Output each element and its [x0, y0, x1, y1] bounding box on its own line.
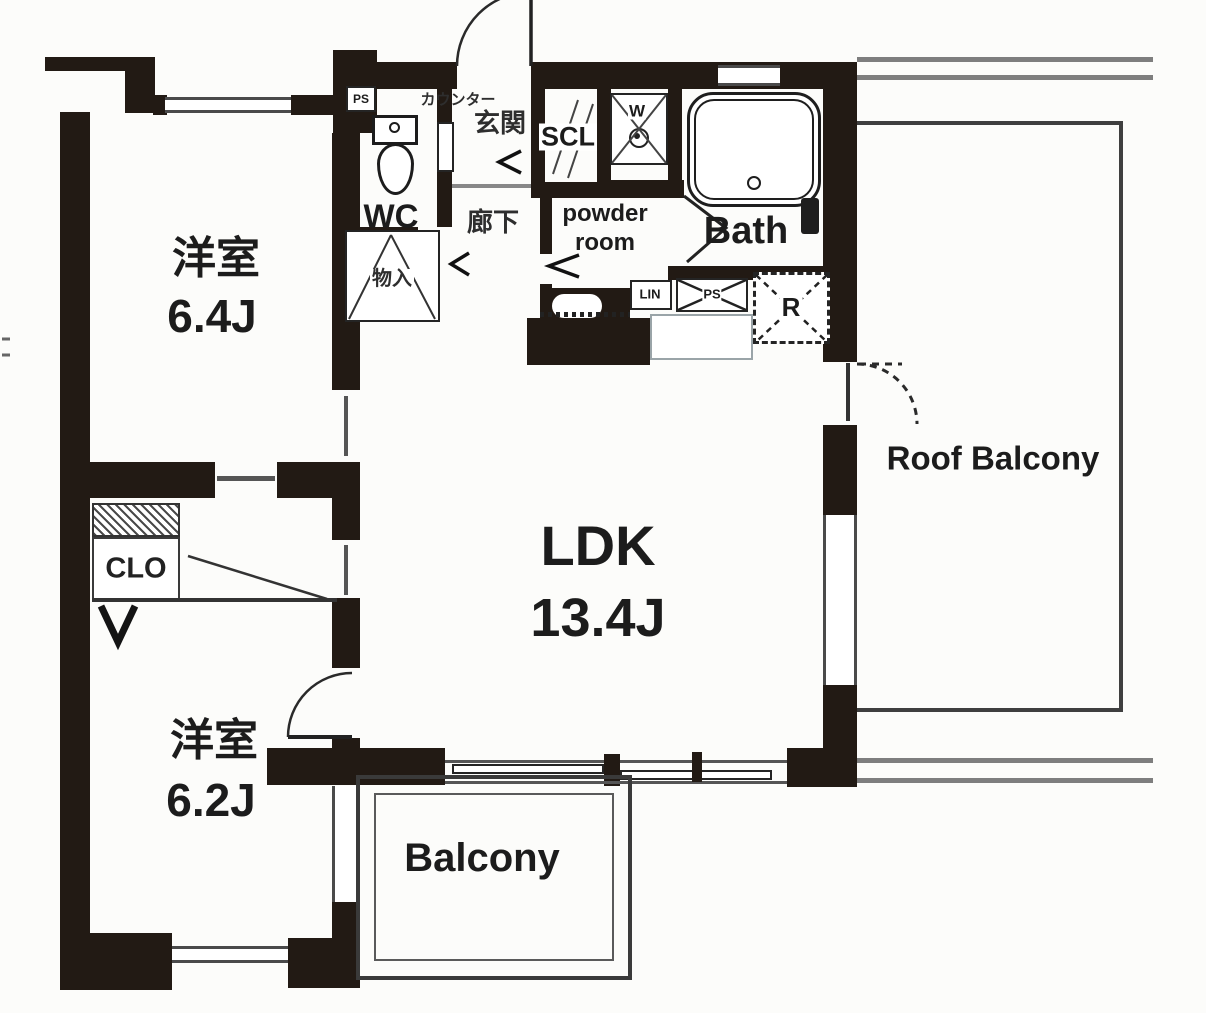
room-label-bedroom2: 洋室: [170, 716, 258, 765]
wc-door-mark: [447, 251, 470, 277]
boundary-line: [857, 75, 1153, 80]
room-label-entrance: 玄関: [473, 108, 527, 138]
room-label-ldk: LDK: [540, 514, 656, 577]
wall-segment: [692, 752, 702, 782]
wall-segment: [540, 198, 552, 254]
entrance-door-mark: [495, 149, 522, 175]
wall-segment: [60, 112, 90, 464]
wall-segment: [531, 182, 611, 198]
balcony-outline: [356, 775, 632, 980]
wall-segment: [668, 85, 682, 193]
kitchen-island: [650, 314, 753, 360]
linen-box: [630, 280, 672, 310]
room-label-bedroom1: 洋室: [172, 234, 260, 283]
wall-segment: [153, 95, 167, 115]
room-label-hallway: 廊下: [466, 207, 520, 237]
powder-door-mark: [543, 253, 580, 279]
entrance-door-arc: [455, 0, 501, 67]
closet-door-line: [187, 554, 328, 601]
wall-segment: [787, 748, 857, 787]
entrance-step-line: [452, 184, 531, 188]
wall-segment: [60, 498, 90, 935]
window: [165, 97, 291, 113]
sliding-door-line: [344, 396, 348, 456]
room-label-bath: Bath: [703, 210, 789, 252]
wall-segment: [377, 62, 457, 89]
roof-balcony-outline: [857, 121, 1123, 712]
closet-v-mark: [97, 604, 139, 651]
sliding-window-track: [445, 781, 787, 784]
boundary-line: [857, 758, 1153, 763]
wall-segment: [60, 933, 172, 990]
wall-segment: [611, 180, 684, 198]
label-counter: カウンター: [420, 91, 496, 109]
label-ps-entry: PS: [352, 92, 370, 106]
room-size-bedroom1: 6.4J: [167, 290, 257, 342]
sliding-door-line: [217, 476, 275, 481]
wall-segment: [60, 462, 215, 498]
room-label-roof-balcony: Roof Balcony: [886, 439, 1100, 477]
sliding-door-line: [344, 545, 348, 595]
wall-segment: [125, 57, 155, 113]
room-label-powder-line2: room: [575, 229, 635, 256]
bathtub-inner: [694, 99, 814, 200]
kitchen-hatch: [540, 312, 630, 317]
room-label-wc: WC: [363, 197, 419, 235]
room-label-powder-line1: powder: [562, 200, 648, 227]
window: [823, 515, 857, 685]
kitchen-counter: [527, 318, 650, 365]
wall-segment: [823, 425, 857, 515]
label-ps-kitchen: PS: [702, 286, 722, 302]
room-label-clo: CLO: [105, 552, 167, 585]
entrance-counter-box: [437, 122, 454, 172]
toilet-knob-icon: [389, 122, 400, 133]
balcony-inner-outline: [374, 793, 614, 961]
sliding-window-panel: [452, 764, 604, 774]
door-leaf: [846, 363, 850, 421]
bath-faucet-icon: [801, 198, 819, 234]
pipe-space-box: [346, 86, 376, 112]
toilet-bowl-icon: [377, 143, 414, 195]
wall-segment: [823, 685, 857, 750]
closet-track-line: [92, 598, 337, 602]
room-label-balcony: Balcony: [404, 836, 560, 880]
boundary-line: [857, 57, 1153, 62]
room-label-storage: 物入: [370, 268, 414, 290]
edge-tick-marks: [2, 337, 10, 357]
room-size-ldk: 13.4J: [530, 588, 666, 648]
wall-segment: [332, 902, 360, 965]
wall-segment: [597, 89, 611, 184]
bath-window: [718, 65, 780, 86]
label-refrigerator: R: [779, 292, 803, 322]
window: [172, 946, 288, 963]
label-washer: W: [627, 101, 647, 121]
wall-segment: [531, 89, 545, 184]
wall-segment: [531, 62, 857, 89]
duct-hatch: [92, 503, 180, 537]
bedroom2-door-arc: [286, 671, 353, 738]
wall-segment: [332, 462, 360, 540]
washer-drain-dot: [634, 133, 640, 139]
room-size-bedroom2: 6.2J: [166, 774, 256, 826]
bathtub-drain-icon: [747, 176, 761, 190]
boundary-line: [857, 778, 1153, 783]
label-lin: LIN: [639, 286, 661, 302]
room-label-scl: SCL: [539, 121, 597, 152]
wall-segment: [332, 598, 360, 668]
closet-box: [92, 537, 180, 600]
